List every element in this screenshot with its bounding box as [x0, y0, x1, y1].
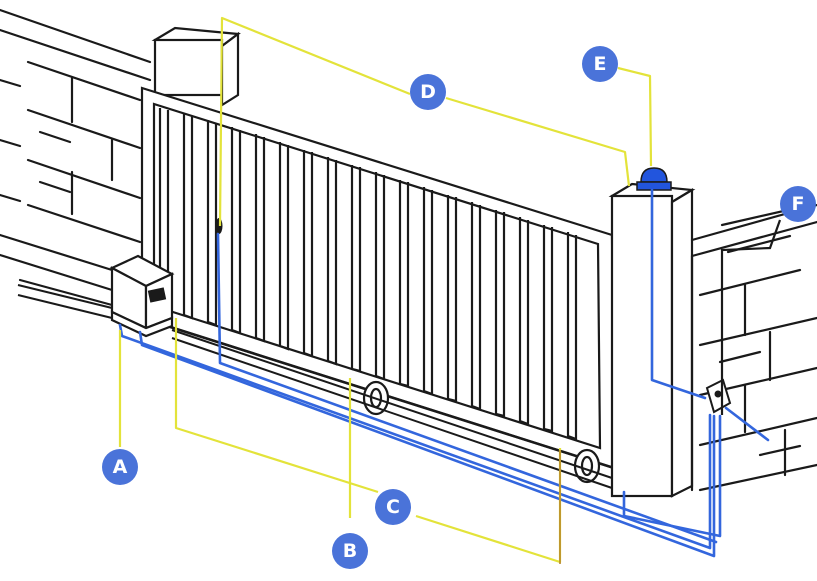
keypad-box: [705, 378, 732, 414]
leader-c-right: [415, 448, 562, 564]
leader-d-right: [445, 96, 631, 187]
flashing-beacon: [636, 167, 672, 191]
callout-badge-f: F: [780, 186, 816, 222]
callout-badge-a: A: [102, 449, 138, 485]
callout-badge-e: E: [582, 46, 618, 82]
left-pillar: [151, 26, 241, 107]
leader-c-left: [174, 318, 379, 494]
callout-badge-c: C: [375, 489, 411, 525]
gate-motor: [109, 254, 175, 338]
leader-f: [720, 219, 782, 415]
callout-badge-b: B: [332, 533, 368, 569]
ground-track: [17, 284, 613, 489]
leader-e: [617, 66, 653, 167]
leader-d-left: [218, 16, 411, 227]
control-wiring: [118, 188, 770, 558]
callout-badge-d: D: [410, 74, 446, 110]
gate-bars: [158, 108, 578, 441]
gate-frame-inner: [152, 102, 602, 450]
left-brick-wall: [0, 8, 152, 307]
